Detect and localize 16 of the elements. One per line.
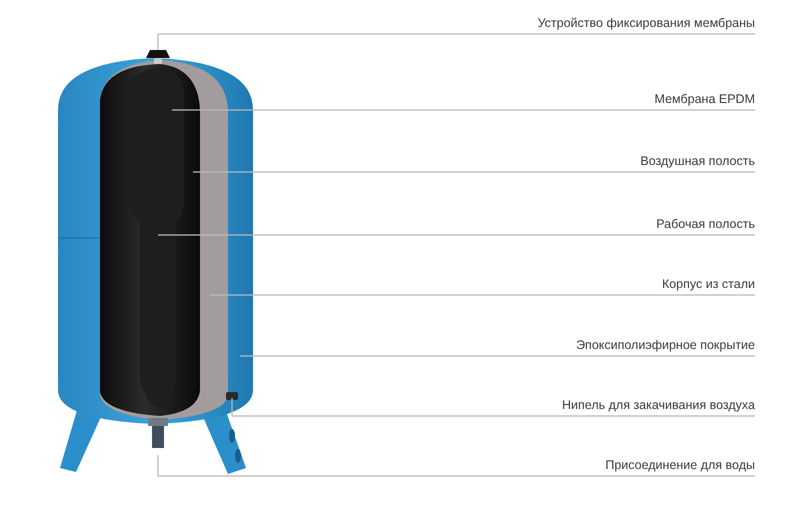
leader-line — [157, 33, 755, 50]
part-label: Устройство фиксирования мембраны — [538, 15, 755, 31]
part-label: Корпус из стали — [662, 276, 755, 292]
part-label: Рабочая полость — [656, 216, 755, 232]
leader-line — [240, 355, 755, 357]
part-label: Присоединение для воды — [605, 457, 755, 473]
leader-line — [210, 294, 755, 296]
part-label: Нипель для закачивания воздуха — [562, 397, 755, 413]
leader-line — [193, 171, 755, 173]
part-label: Воздушная полость — [640, 153, 755, 169]
leader-line — [172, 109, 755, 111]
leader-line — [158, 234, 755, 236]
part-label: Мембрана EPDM — [654, 91, 755, 107]
leader-line — [231, 398, 755, 417]
leader-line — [157, 455, 755, 477]
part-label: Эпоксиполиэфирное покрытие — [576, 337, 755, 353]
